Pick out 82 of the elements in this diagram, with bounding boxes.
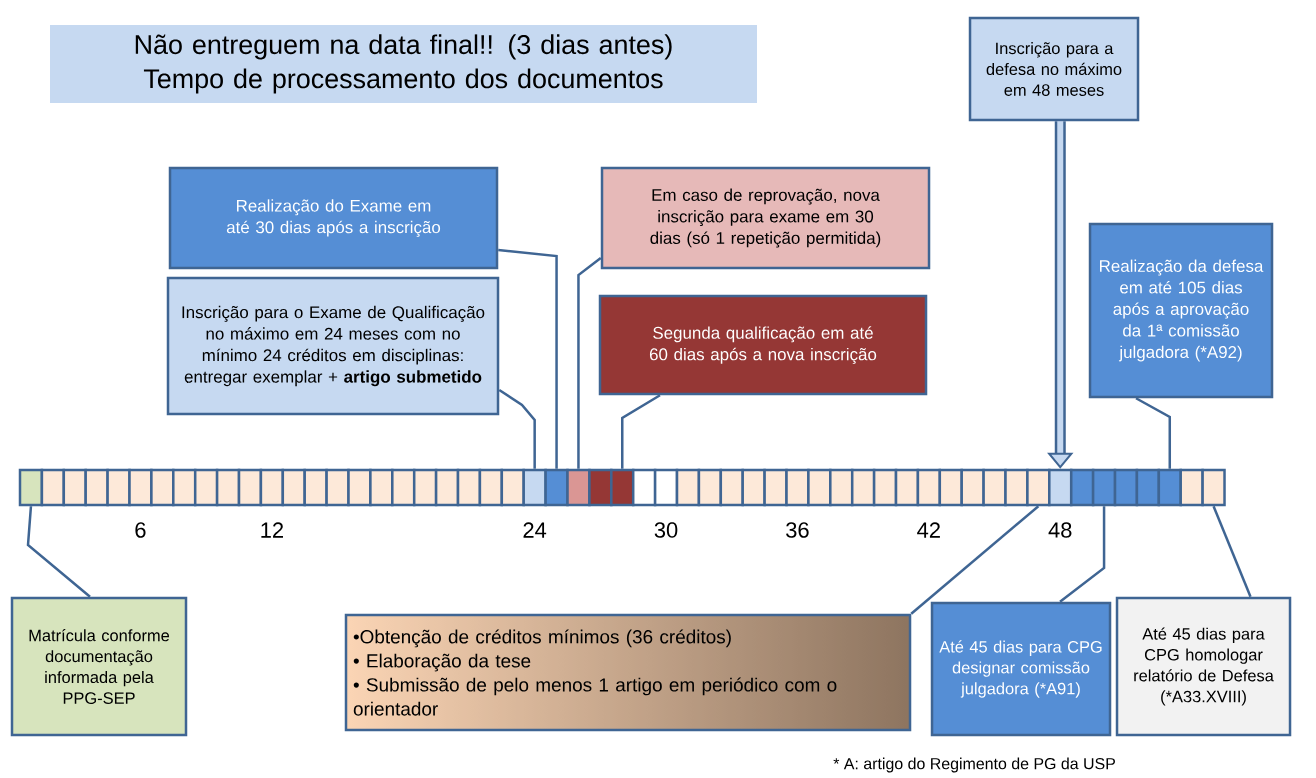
timeline-cell — [894, 468, 920, 507]
timeline-cell — [1026, 468, 1051, 507]
timeline-cell — [106, 468, 131, 507]
leader-line — [1212, 505, 1252, 598]
timeline-cell — [544, 468, 569, 507]
timeline-cell — [172, 468, 197, 507]
timeline-cell — [412, 468, 438, 507]
timeline-cell — [434, 468, 460, 507]
timeline-cell — [62, 468, 87, 507]
callout-box: Realização do Exame em até 30 dias após a inscrição — [168, 166, 499, 270]
footnote: * A: artigo do Regimento de PG da USP — [833, 757, 1115, 773]
month-number: 6 — [135, 522, 146, 538]
leader-line — [910, 505, 1040, 615]
title-box: Não entreguem na data final!! (3 dias antes) Tempo de processamento dos documentos — [50, 25, 757, 103]
timeline-cell — [653, 468, 679, 507]
callout-box: Inscrição para o Exame de Qualificação no máximo em 24 meses com no mínimo 24 créditos em disciplinas: entregar exemplar + artigo submetido — [166, 276, 500, 416]
timeline-cell — [719, 468, 744, 507]
timeline-cell — [916, 468, 942, 507]
leader-line — [26, 506, 91, 598]
timeline-cell — [1179, 468, 1204, 507]
timeline-cell — [1157, 468, 1182, 507]
leader-line — [498, 388, 536, 469]
leader-line — [498, 248, 558, 469]
callout-box: Matrícula conforme documentação informada pela PPG-SEP — [10, 596, 188, 737]
timeline-cell — [150, 468, 175, 507]
timeline-cell — [1201, 468, 1226, 507]
timeline-cell — [1135, 468, 1161, 507]
timeline-cell — [1004, 468, 1029, 507]
timeline-cell — [18, 468, 44, 507]
timeline-cell — [128, 468, 153, 507]
timeline-cell — [193, 468, 219, 507]
timeline-cell — [807, 468, 832, 507]
timeline-cell — [1091, 468, 1117, 507]
leader-line — [1059, 506, 1106, 603]
callout-box: Em caso de reprovação, nova inscrição para exame em 30 dias (só 1 repetição permitida) — [600, 166, 931, 270]
leader-line — [1135, 397, 1171, 469]
timeline-cell — [610, 468, 635, 507]
timeline-cell — [785, 468, 810, 507]
timeline-cell — [763, 468, 788, 507]
timeline-cell — [303, 468, 328, 507]
timeline-cell — [259, 468, 285, 507]
month-number: 36 — [786, 522, 809, 538]
timeline-cell — [391, 468, 416, 507]
timeline-cell — [500, 468, 525, 507]
bullet-list-box: •Obtenção de créditos mínimos (36 créditos) • Elaboração da tese • Submissão de pelo menos 1 artigo em periódico com o orientador — [344, 613, 912, 732]
month-number: 24 — [523, 522, 547, 538]
timeline-cell — [522, 468, 547, 507]
timeline-cell — [347, 468, 372, 507]
timeline-cell — [741, 468, 766, 507]
callout-box: Realização da defesa em até 105 dias após a aprovação da 1ª comissão julgadora (*A92) — [1088, 222, 1274, 399]
timeline-cell — [960, 468, 985, 507]
leader-line — [577, 257, 602, 469]
timeline-cell — [1113, 468, 1139, 507]
callout-box: Até 45 dias para CPG homologar relatório de Defesa (*A33.XVIII) — [1115, 596, 1292, 737]
timeline-cell — [588, 468, 613, 507]
callout-box: Inscrição para a defesa no máximo em 48 meses — [968, 16, 1140, 122]
month-number: 30 — [654, 522, 678, 538]
timeline-cell — [697, 468, 723, 507]
timeline-cell — [84, 468, 109, 507]
callout-box: Até 45 dias para CPG designar comissão julgadora (*A91) — [930, 601, 1112, 737]
timeline-cell — [631, 468, 657, 507]
timeline-cell — [478, 468, 504, 507]
timeline-cell — [982, 468, 1007, 507]
timeline-cell — [325, 468, 350, 507]
leader-line — [621, 394, 661, 469]
timeline-cell — [938, 468, 963, 507]
month-number: 48 — [1048, 522, 1072, 538]
month-number: 12 — [261, 522, 283, 538]
timeline-cell — [829, 468, 854, 507]
timeline-cell — [850, 468, 876, 507]
timeline-cell — [1069, 468, 1095, 507]
timeline-cell — [237, 468, 263, 507]
callout-box: Segunda qualificação em até 60 dias após a nova inscrição — [598, 294, 928, 396]
timeline-cell — [675, 468, 701, 507]
timeline-cell — [566, 468, 591, 507]
timeline-cell — [456, 468, 482, 507]
timeline-cell — [369, 468, 394, 507]
timeline-cell — [40, 468, 66, 507]
timeline-cell — [872, 468, 898, 507]
month-number: 42 — [917, 522, 940, 538]
timeline-cell — [281, 468, 306, 507]
timeline-cell — [215, 468, 241, 507]
